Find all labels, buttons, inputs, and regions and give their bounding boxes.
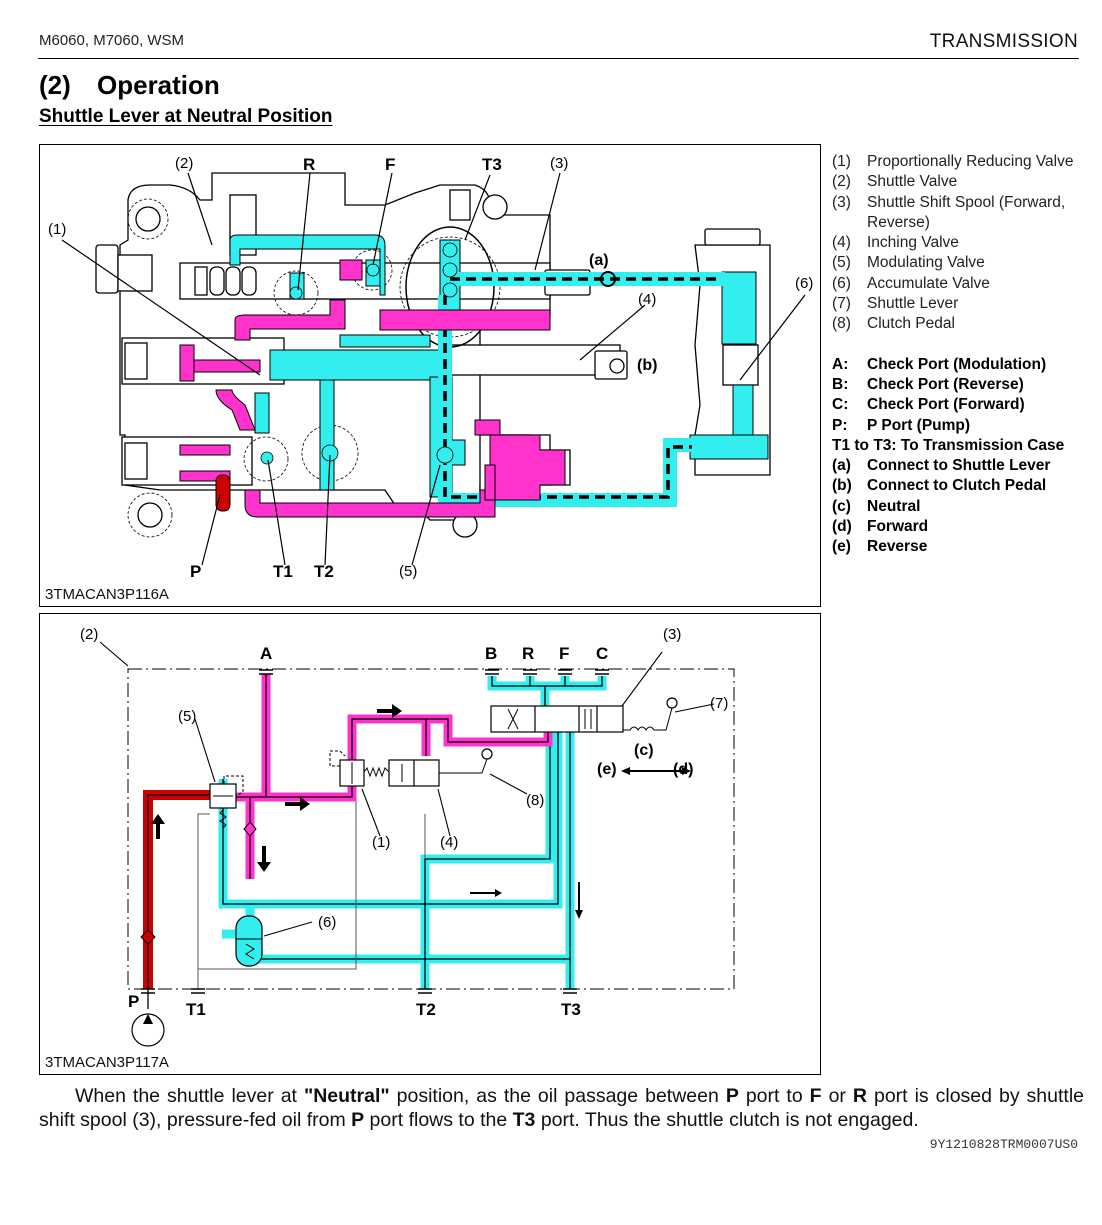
figure-id: 3TMACAN3P117A — [45, 1054, 169, 1071]
callout-6: (6) — [318, 914, 337, 931]
legend-port: P:P Port (Pump) — [832, 416, 971, 434]
callout-b: (b) — [637, 357, 658, 374]
legend-item: (8)Clutch Pedal — [832, 315, 955, 333]
legend-transmission: T1 to T3: To Transmission Case — [832, 436, 1065, 454]
label-r: R — [522, 644, 535, 663]
legend-item: (6)Accumulate Valve — [832, 274, 990, 292]
legend-item: (1)Proportionally Reducing Valve — [832, 153, 1074, 170]
label-t2: T2 — [314, 562, 334, 581]
legend-item: (3)Shuttle Shift Spool (Forward, Reverse… — [832, 193, 1066, 231]
legend-port: C:Check Port (Forward) — [832, 396, 1025, 414]
label-f: F — [559, 644, 570, 663]
callout-c: (c) — [634, 742, 654, 759]
callout-3: (3) — [663, 626, 682, 643]
legend-item: (7)Shuttle Lever — [832, 295, 959, 313]
section-title: (2) Operation — [39, 70, 220, 101]
legend-item: (5)Modulating Valve — [832, 254, 985, 272]
callout-e: (e) — [597, 761, 617, 778]
hydraulic-schematic-drawing — [99, 641, 735, 1047]
header-model: M6060, M7060, WSM — [39, 32, 185, 49]
callout-d: (d) — [673, 761, 694, 778]
legend-port: B:Check Port (Reverse) — [832, 375, 1024, 393]
label-t1: T1 — [273, 562, 293, 581]
callout-5: (5) — [399, 563, 418, 580]
callout-4: (4) — [440, 834, 459, 851]
label-t2: T2 — [416, 1000, 436, 1019]
valve-cutaway-drawing — [61, 172, 806, 566]
document-id: 9Y1210828TRM0007US0 — [929, 1137, 1078, 1152]
subsection-title: Shuttle Lever at Neutral Position — [39, 106, 333, 127]
label-t3: T3 — [482, 155, 502, 174]
legend-note: (a)Connect to Shuttle Lever — [832, 457, 1051, 475]
callout-a: (a) — [589, 252, 609, 269]
callout-4: (4) — [638, 291, 657, 308]
legend-item: (2)Shuttle Valve — [832, 173, 958, 191]
callout-3: (3) — [550, 155, 569, 172]
legend-item: (4)Inching Valve — [832, 234, 959, 252]
hydraulic-schematic-figure: (2) A B R F C (3) (7) (5) (c) (e) (d) (8… — [39, 613, 821, 1075]
header-section: TRANSMISSION — [929, 31, 1078, 52]
valve-cutaway-figure: (2) (1) R F T3 (3) (a) (4) (b) (6) P T1 … — [39, 144, 821, 607]
header-rule — [38, 58, 1079, 59]
description-paragraph: When the shuttle lever at "Neutral" posi… — [39, 1085, 1085, 1131]
legend-note: (c)Neutral — [832, 497, 921, 515]
label-t1: T1 — [186, 1000, 206, 1019]
label-b: B — [485, 644, 498, 663]
legend-note: (b)Connect to Clutch Pedal — [832, 477, 1047, 495]
callout-1: (1) — [48, 221, 67, 238]
callout-8: (8) — [526, 792, 545, 809]
section-number: (2) — [39, 70, 71, 100]
label-c: C — [596, 644, 609, 663]
label-f: F — [385, 155, 396, 174]
label-r: R — [303, 155, 316, 174]
label-t3: T3 — [561, 1000, 581, 1019]
legend-note: (d)Forward — [832, 518, 929, 536]
legend: (1)Proportionally Reducing Valve (2)Shut… — [832, 152, 1092, 558]
callout-2: (2) — [175, 155, 194, 172]
callout-1: (1) — [372, 834, 391, 851]
callout-7: (7) — [710, 695, 729, 712]
figure-id: 3TMACAN3P116A — [45, 586, 169, 603]
callout-2: (2) — [80, 626, 99, 643]
label-p: P — [190, 562, 202, 581]
label-p: P — [128, 992, 140, 1011]
section-title-text: Operation — [97, 70, 220, 100]
label-a: A — [260, 644, 273, 663]
callout-5: (5) — [178, 708, 197, 725]
callout-6: (6) — [795, 275, 814, 292]
legend-note: (e)Reverse — [832, 538, 928, 556]
legend-port: A:Check Port (Modulation) — [832, 355, 1047, 373]
